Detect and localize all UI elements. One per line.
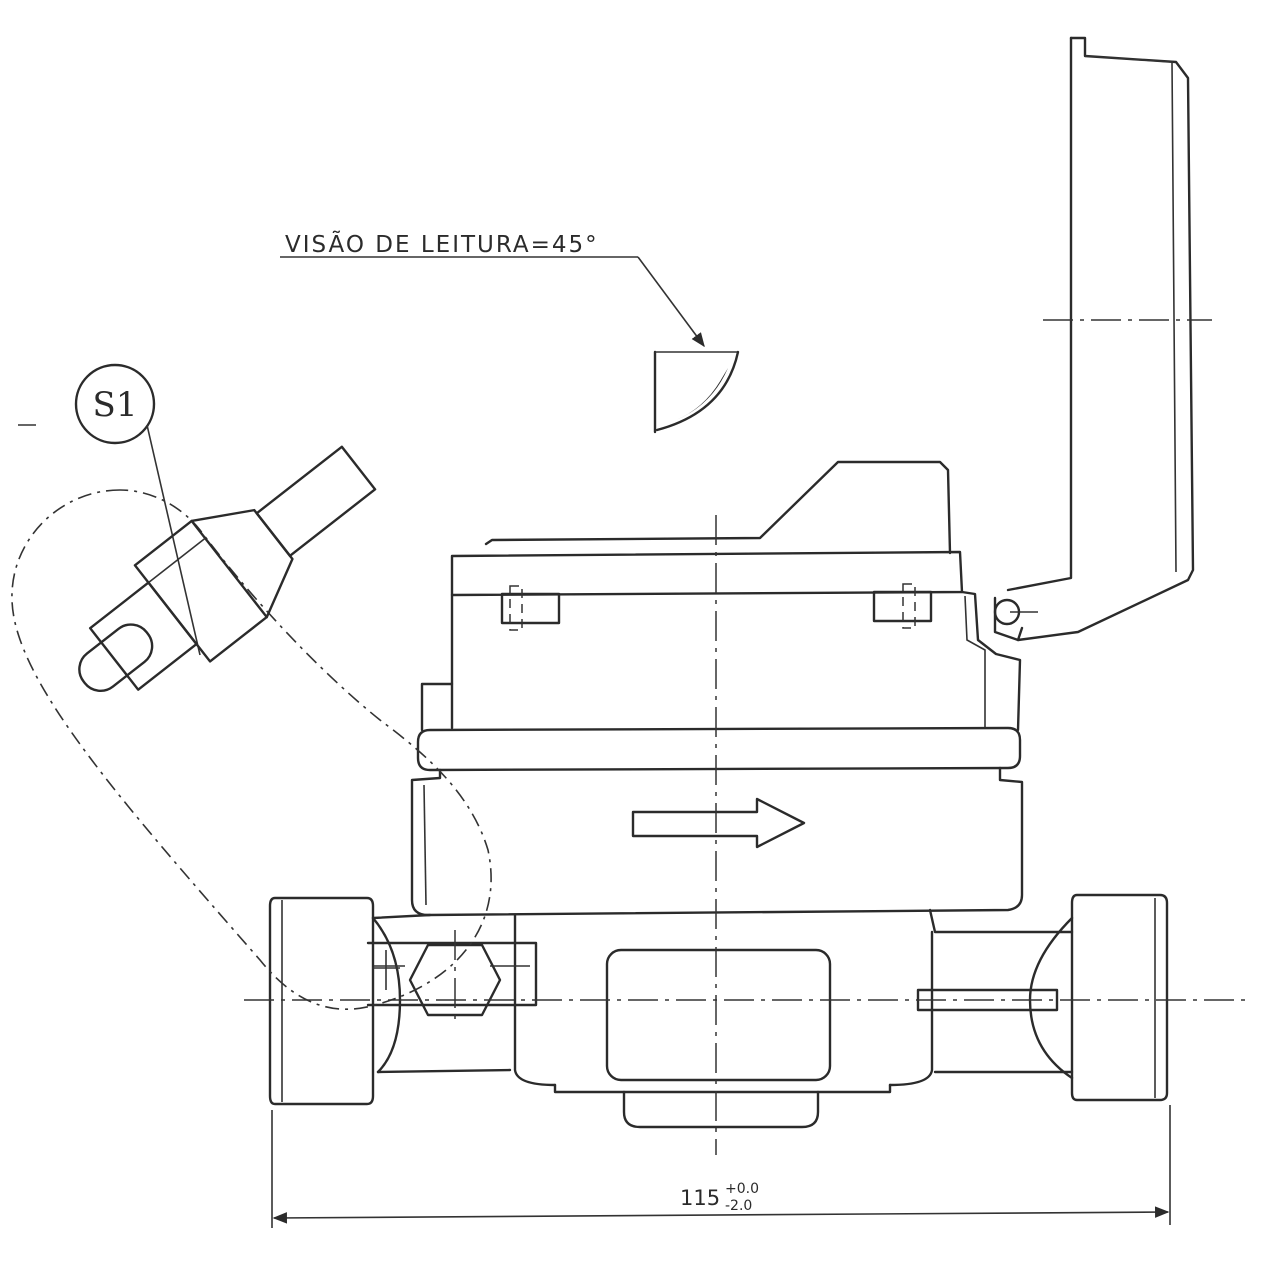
- bolt-left-hidden: [509, 585, 523, 631]
- body-casing: [410, 766, 1024, 917]
- seal-collar: [88, 581, 198, 691]
- flow-direction-arrow: [631, 797, 806, 849]
- detail-s1: S1: [11, 363, 492, 1011]
- dimension-tolerance-upper: +0.0: [725, 1181, 759, 1197]
- detail-boundary: [11, 489, 492, 1011]
- body-inspection-window: [605, 948, 832, 1082]
- seal-body: [133, 519, 268, 663]
- detail-callout-label: S1: [93, 385, 138, 425]
- lid-inner-line: [1084, 55, 1177, 573]
- register-right-side: [960, 590, 1022, 732]
- right-pipe-curve: [1028, 916, 1074, 1080]
- register-head: [416, 460, 1022, 772]
- dimension-value: 115: [680, 1186, 720, 1210]
- body-lower-right: [888, 930, 934, 1087]
- body-lower-left: [513, 913, 557, 1087]
- pipe-assembly: [268, 893, 1169, 1129]
- register-step: [420, 682, 454, 732]
- bolt-right-hidden: [902, 583, 916, 629]
- detail-leader: [146, 424, 201, 656]
- reading-view-label: VISÃO DE LEITURA=45°: [285, 230, 599, 258]
- register-band: [450, 550, 964, 597]
- hinge-bracket: [993, 596, 1024, 642]
- register-right-inner: [964, 595, 986, 728]
- body-inner-left: [423, 784, 427, 906]
- lid-inner-edge: [1006, 36, 1073, 592]
- meter-body: [410, 766, 1024, 917]
- seal-body-line: [147, 537, 206, 584]
- detail-callout-circle: [74, 363, 156, 445]
- reading-view-leader: [637, 256, 705, 348]
- bolt-left: [500, 592, 561, 625]
- dimension-tolerance-lower: -2.0: [725, 1198, 752, 1214]
- seal-screw-body: [366, 941, 538, 1007]
- seal-wire-rod: [916, 988, 1059, 1012]
- left-pipe-curve: [371, 916, 402, 1074]
- register-top: [484, 460, 952, 555]
- left-pipe-lines: [371, 913, 512, 1074]
- seal-shank: [255, 445, 377, 558]
- overall-length-dimension: 115 +0.0 -2.0: [271, 1105, 1171, 1228]
- register-flange: [416, 726, 1022, 772]
- dial-window-arc: [655, 350, 740, 432]
- seal-tip: [78, 623, 154, 692]
- bottom-plate: [553, 1083, 892, 1094]
- right-nut: [1070, 893, 1169, 1102]
- bottom-boss: [622, 1090, 820, 1129]
- seal-component: [78, 445, 377, 692]
- right-pipe-lines: [928, 908, 1074, 1074]
- lid-outline: [1016, 36, 1195, 642]
- meter-lid: [993, 36, 1212, 642]
- seal-hex-nut: [408, 943, 502, 1017]
- reading-view-annotation: VISÃO DE LEITURA=45°: [280, 230, 740, 434]
- dimension-line: [272, 1206, 1170, 1224]
- dial-window-shade: [676, 368, 728, 420]
- left-nut: [268, 896, 375, 1106]
